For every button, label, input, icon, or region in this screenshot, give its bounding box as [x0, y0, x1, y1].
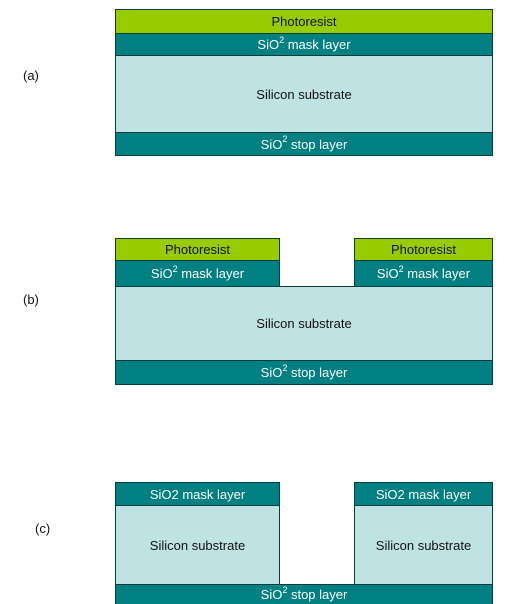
panel-c-mask-left-text: SiO2 mask layer — [149, 486, 246, 502]
panel-b-stop-layer: SiO2 stop layer — [115, 360, 493, 385]
panel-a-label: (a) — [23, 68, 39, 83]
panel-a-substrate-text: Silicon substrate — [256, 86, 352, 102]
panel-b-stop-text: SiO2 stop layer — [260, 362, 348, 380]
panel-b-mask-right: SiO2 mask layer — [354, 260, 493, 287]
panel-a-photoresist-text: Photoresist — [271, 14, 337, 29]
panel-b-silicon-substrate: Silicon substrate — [115, 286, 493, 361]
panel-c-mask-right-text: SiO2 mask layer — [375, 486, 472, 502]
panel-c-substrate-right: Silicon substrate — [354, 505, 493, 585]
panel-b-mask-left-text: SiO2 mask layer — [150, 263, 245, 281]
panel-a-photoresist-layer: Photoresist — [115, 9, 493, 34]
panel-a-stop-text: SiO2 stop layer — [260, 134, 348, 152]
panel-c-substrate-left-text: Silicon substrate — [149, 537, 246, 553]
panel-a-mask-layer: SiO2 mask layer — [115, 33, 493, 56]
panel-b-mask-left: SiO2 mask layer — [115, 260, 280, 287]
panel-a-stop-layer: SiO2 stop layer — [115, 132, 493, 156]
panel-a-mask-text: SiO2 mask layer — [257, 34, 351, 52]
panel-c-mask-right: SiO2 mask layer — [354, 482, 493, 506]
panel-c-substrate-right-text: Silicon substrate — [375, 537, 472, 553]
panel-b-photoresist-right-text: Photoresist — [390, 242, 457, 257]
panel-b-label: (b) — [23, 292, 39, 307]
panel-c-label: (c) — [35, 521, 51, 536]
panel-b-mask-right-text: SiO2 mask layer — [376, 263, 471, 281]
panel-b-photoresist-left: Photoresist — [115, 238, 280, 261]
panel-b-photoresist-right: Photoresist — [354, 238, 493, 261]
panel-a-silicon-substrate: Silicon substrate — [115, 55, 493, 133]
panel-c-substrate-left: Silicon substrate — [115, 505, 280, 585]
panel-b-photoresist-left-text: Photoresist — [164, 242, 231, 257]
panel-c-stop-layer: SiO2 stop layer — [115, 584, 493, 604]
panel-c-stop-text: SiO2 stop layer — [260, 584, 348, 602]
panel-b-substrate-text: Silicon substrate — [256, 316, 352, 331]
panel-c-mask-left: SiO2 mask layer — [115, 482, 280, 506]
